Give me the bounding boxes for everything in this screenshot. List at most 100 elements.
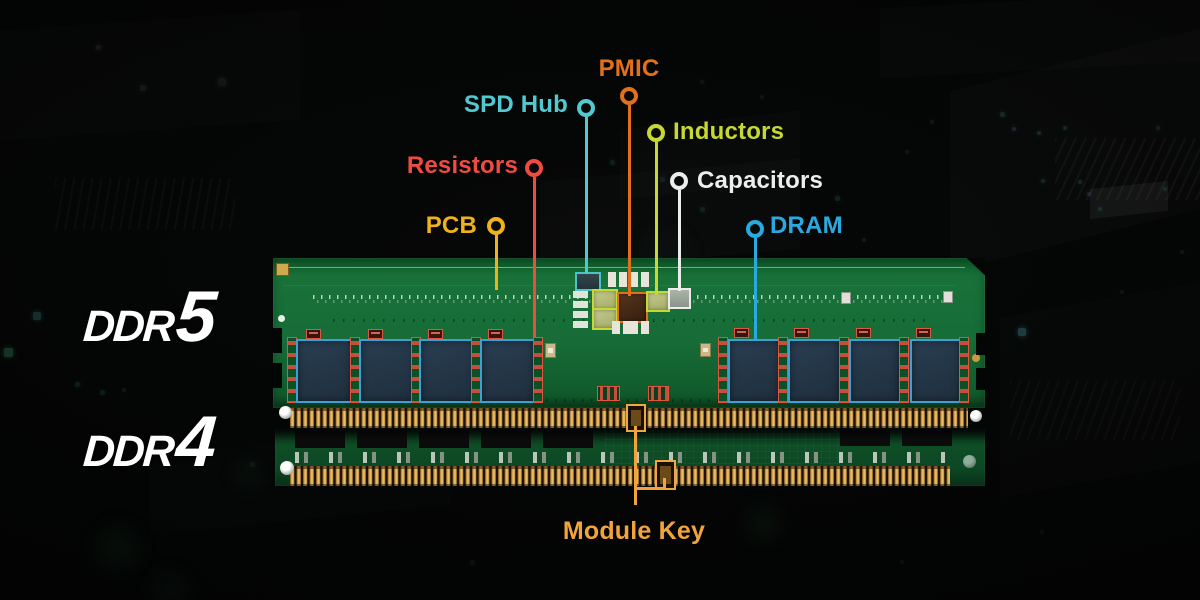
- resistors-callout-line: [532, 177, 536, 338]
- capacitors-callout-line: [677, 190, 681, 291]
- pcb-trace-line: [277, 267, 965, 268]
- background-glint-dot: [75, 382, 80, 387]
- spd-hub-label: SPD Hub: [463, 91, 568, 118]
- background-glint-dot: [835, 196, 840, 201]
- edge-notch: [976, 368, 986, 390]
- background-glint-dot: [1000, 112, 1005, 117]
- pmic-callout-line: [627, 105, 631, 296]
- pmic-label: PMIC: [598, 55, 660, 82]
- dram-callout-line: [753, 238, 757, 340]
- capacitor-pair: [608, 272, 627, 287]
- ddr5-title-number: 5: [173, 277, 217, 357]
- dram-chip: [728, 339, 781, 403]
- background-glint-dot: [4, 348, 13, 357]
- resistor-strip: [839, 337, 849, 403]
- capacitor-pair: [630, 321, 649, 334]
- background-glint-dot: [122, 388, 126, 392]
- ddr5-pcb: [272, 258, 986, 408]
- ddr5-cast-shadow: [275, 428, 985, 440]
- ddr4-title: DDR 4: [81, 402, 217, 482]
- background-glint-dot: [100, 390, 105, 395]
- inductors-callout-line: [654, 142, 658, 295]
- background-glint-dot: [96, 45, 101, 50]
- background-glint-dot: [1018, 328, 1026, 336]
- pcb-callout-line: [494, 235, 498, 290]
- background-glint-dot: [1040, 530, 1044, 534]
- dram-chip: [849, 339, 901, 403]
- smd-component: [545, 343, 556, 358]
- background-glint-dot: [218, 78, 226, 86]
- module-key-callout-line: [634, 487, 666, 490]
- resistor-strip: [778, 337, 788, 403]
- spd-hub-callout-line: [584, 117, 588, 274]
- background-glint-dot: [1163, 187, 1167, 191]
- resistors-callout-marker: [525, 159, 543, 177]
- spd-hub-chip: [575, 272, 601, 291]
- pcb-label: PCB: [425, 212, 477, 239]
- background-glint-dot: [905, 150, 909, 154]
- background-glint-dot: [900, 560, 904, 564]
- ddr4-title-prefix: DDR: [81, 427, 175, 476]
- background-glint-dot: [1087, 192, 1091, 196]
- background-panel: [950, 29, 1200, 271]
- resistor-group: [648, 386, 669, 401]
- capacitors-callout-marker: [670, 172, 688, 190]
- module-key-callout-line: [634, 426, 637, 505]
- background-bokeh-blob: [95, 525, 141, 571]
- resistor-strip: [899, 337, 909, 403]
- resistors-label: Resistors: [406, 152, 518, 179]
- pcb-via: [278, 315, 285, 322]
- dram-chip: [296, 339, 353, 403]
- capacitor-column: [573, 291, 588, 328]
- background-glint-dot: [33, 312, 41, 320]
- background-glint-dot: [930, 120, 934, 124]
- background-trace-stripes: [1010, 380, 1180, 440]
- background-glint-dot: [1078, 180, 1082, 184]
- background-trace-stripes: [1055, 138, 1200, 200]
- background-bokeh-blob: [233, 460, 263, 490]
- dram-chip: [419, 339, 476, 403]
- dram-chip: [359, 339, 416, 403]
- pcb-via: [972, 354, 980, 362]
- ddr5-mounting-hole: [970, 410, 982, 422]
- background-glint-dot: [700, 80, 704, 84]
- capacitor-outlined: [668, 288, 691, 309]
- resistor-box: [488, 329, 503, 339]
- background-panel: [0, 10, 300, 141]
- background-glint-dot: [760, 95, 764, 99]
- background-glint-dot: [862, 238, 866, 242]
- background-glint-dot: [1037, 131, 1041, 135]
- background-glint-dot: [140, 85, 146, 91]
- resistor-strip: [959, 337, 969, 403]
- smd-component: [700, 343, 711, 357]
- resistor-group: [597, 386, 620, 401]
- edge-notch: [976, 333, 986, 355]
- ddr4-mounting-hole: [280, 461, 294, 475]
- background-glint-dot: [470, 560, 475, 565]
- pcb-corner-chamfer: [967, 258, 985, 275]
- resistor-box: [306, 329, 321, 339]
- module-key-callout-line: [663, 478, 666, 490]
- background-panel: [1090, 180, 1168, 220]
- pcb-via-row: [303, 399, 955, 402]
- smd-component: [943, 291, 953, 303]
- ddr5-mounting-hole: [279, 406, 292, 419]
- background-glint-dot: [1156, 126, 1160, 130]
- ddr4-mounting-hole: [963, 455, 976, 468]
- dram-label: DRAM: [770, 212, 843, 239]
- background-glint-dot: [1120, 290, 1124, 294]
- resistor-box: [428, 329, 443, 339]
- module-key-label: Module Key: [562, 517, 706, 545]
- background-glint-dot: [700, 207, 705, 212]
- ddr4-module: [275, 428, 985, 490]
- background-glint-dot: [1041, 179, 1045, 183]
- background-bokeh-blob: [745, 505, 781, 541]
- background-trace-stripes: [55, 178, 235, 230]
- resistor-box: [856, 328, 871, 338]
- ddr5-title: DDR 5: [81, 277, 217, 357]
- ddr4-title-number: 4: [173, 402, 217, 482]
- pmic-callout-marker: [620, 87, 638, 105]
- ddr4-smd-components-row: [295, 452, 945, 463]
- edge-notch: [272, 363, 282, 388]
